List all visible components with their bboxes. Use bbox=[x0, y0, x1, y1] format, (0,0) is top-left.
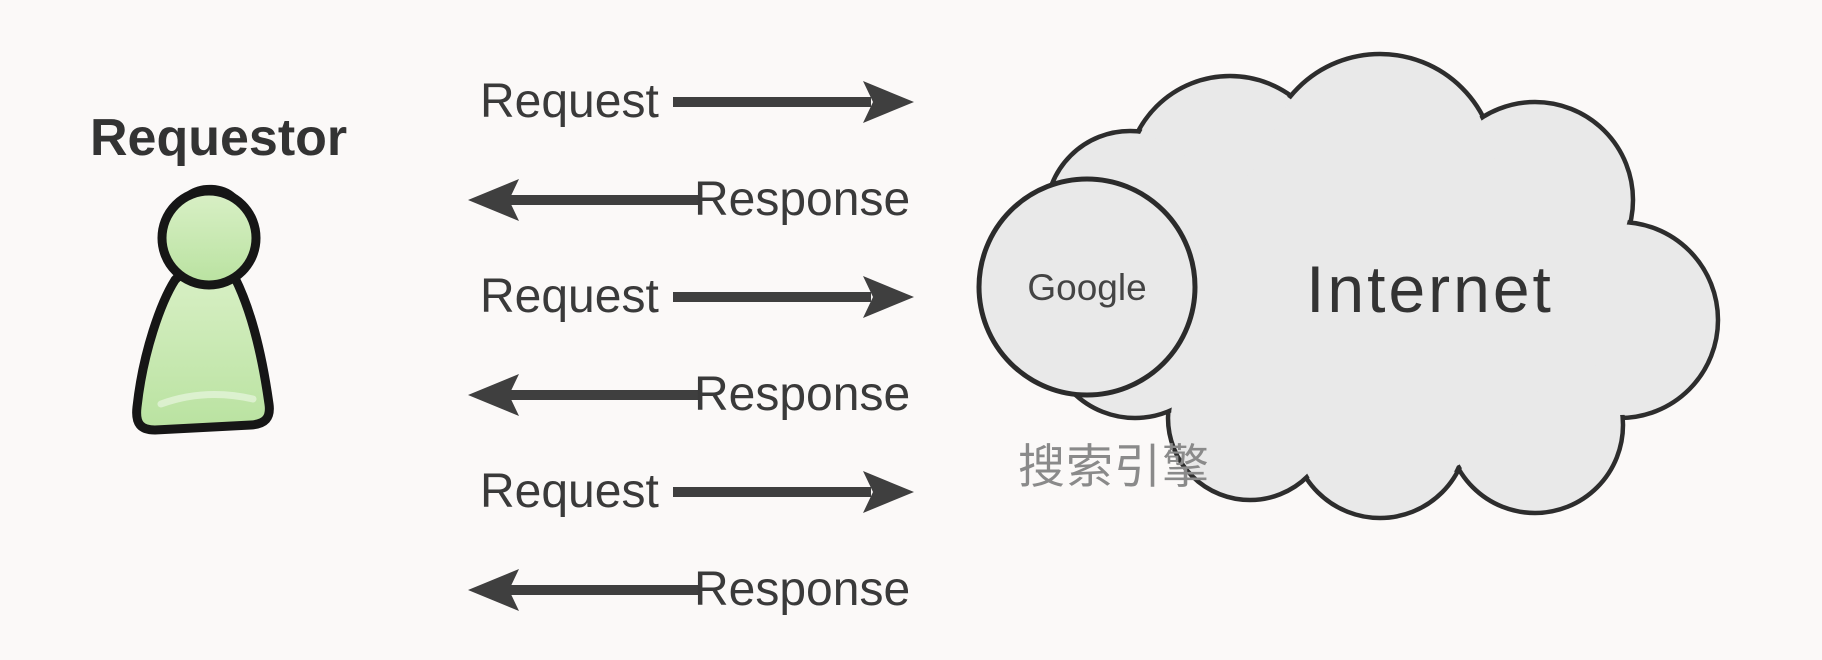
internet-label: Internet bbox=[1306, 252, 1554, 326]
left-arrow-icon bbox=[468, 569, 698, 611]
request-label: Request bbox=[480, 465, 659, 518]
message-row-request-2: Request bbox=[480, 267, 916, 327]
left-arrow-icon bbox=[468, 374, 698, 416]
person-icon bbox=[132, 184, 274, 435]
search-engine-caption: 搜索引擎 bbox=[1018, 440, 1210, 493]
request-label: Request bbox=[480, 75, 659, 128]
response-label: Response bbox=[694, 563, 911, 616]
message-row-request-3: Request bbox=[480, 462, 916, 522]
right-arrow-icon bbox=[672, 81, 914, 123]
requestor-label: Requestor bbox=[90, 109, 348, 167]
right-arrow-icon bbox=[672, 471, 914, 513]
google-circle bbox=[976, 176, 1198, 398]
message-row-response-3: Response bbox=[466, 560, 910, 620]
request-label: Request bbox=[480, 270, 659, 323]
message-row-request-1: Request bbox=[480, 72, 916, 132]
response-label: Response bbox=[694, 173, 911, 226]
message-row-response-1: Response bbox=[466, 170, 910, 230]
google-label: Google bbox=[1027, 267, 1146, 308]
left-arrow-icon bbox=[468, 179, 698, 221]
right-arrow-icon bbox=[672, 276, 914, 318]
response-label: Response bbox=[694, 368, 911, 421]
message-row-response-2: Response bbox=[466, 365, 910, 425]
internet-cloud: Google Internet bbox=[976, 51, 1721, 521]
